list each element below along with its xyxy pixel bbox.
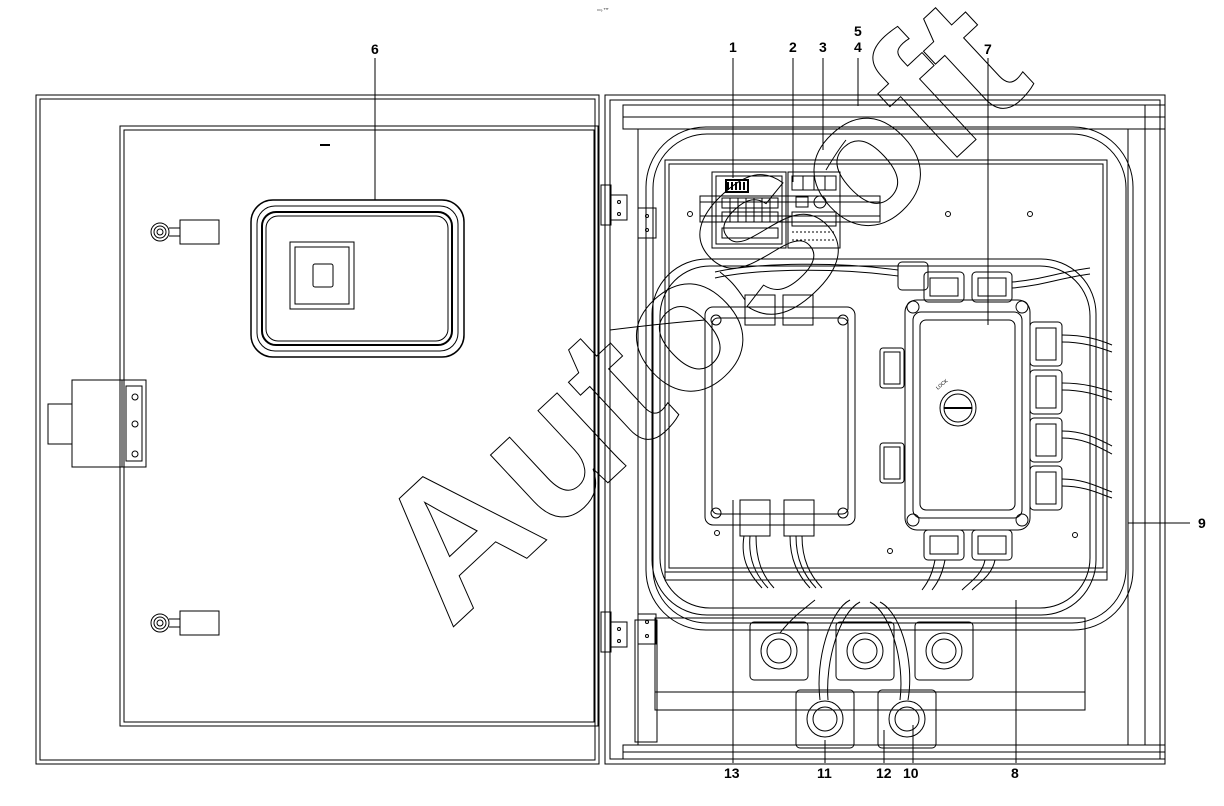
enclosure-gasket bbox=[645, 126, 1134, 631]
module-bottom-connectors bbox=[921, 529, 1013, 591]
callout-12: 12 bbox=[876, 765, 892, 781]
module-right-connectors bbox=[1029, 321, 1113, 511]
module-lock-label: LOCK bbox=[935, 378, 950, 392]
callout-13: 13 bbox=[724, 765, 740, 781]
leader-lines bbox=[374, 58, 1190, 763]
connector-plate bbox=[634, 617, 1086, 743]
terminal-block bbox=[787, 171, 841, 249]
callout-9: 9 bbox=[1198, 515, 1206, 531]
controller-module bbox=[704, 294, 856, 589]
module-top-connectors bbox=[897, 261, 1013, 303]
callout-2: 2 bbox=[789, 39, 797, 55]
callout-7: 7 bbox=[984, 41, 992, 57]
door-latch-top bbox=[150, 219, 220, 245]
callout-11: 11 bbox=[817, 765, 832, 781]
callout-4: 4 bbox=[854, 39, 862, 55]
callout-5: 5 bbox=[854, 23, 862, 39]
power-distribution-module: LOCK bbox=[904, 299, 1031, 531]
mounting-panel bbox=[664, 159, 1108, 581]
callout-8: 8 bbox=[1011, 765, 1019, 781]
relay-block bbox=[711, 171, 787, 249]
enclosure-body bbox=[604, 94, 1166, 765]
enclosure-door bbox=[35, 94, 600, 765]
module-side-connectors bbox=[879, 347, 905, 484]
callout-3: 3 bbox=[819, 39, 827, 55]
door-latch-bottom bbox=[150, 610, 220, 636]
harness-wires bbox=[609, 263, 1091, 331]
callout-10: 10 bbox=[903, 765, 919, 781]
header-mark: ▭₀ ᵀᵀᵀ bbox=[597, 7, 609, 12]
bulkhead-connectors bbox=[749, 599, 974, 749]
hinge-bottom bbox=[600, 611, 657, 653]
door-handle bbox=[47, 379, 147, 468]
callout-6: 6 bbox=[371, 41, 379, 57]
door-display-window bbox=[250, 199, 465, 358]
terminal-wire bbox=[825, 139, 847, 171]
callout-1: 1 bbox=[729, 39, 737, 55]
harness-loop bbox=[651, 258, 1097, 616]
